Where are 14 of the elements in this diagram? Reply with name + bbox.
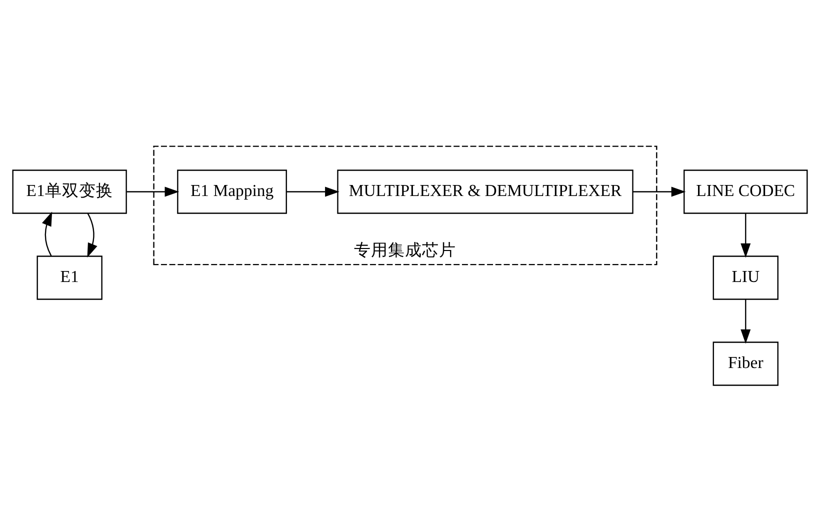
node-box: E1 [36,256,102,300]
node-box: MULTIPLEXER & DEMULTIPLEXER [337,170,634,214]
arrow [42,212,52,256]
node-box: LINE CODEC [684,170,808,214]
arrow [286,186,340,197]
arrow [740,299,751,344]
node-box: Fiber [712,342,778,386]
node-box: E1单双变换 [12,170,127,214]
arrow [632,186,686,197]
arrow [740,213,751,258]
arrow [126,186,180,197]
arrow [87,213,98,258]
node-box: E1 Mapping [177,170,287,214]
node-box: LIU [712,256,778,300]
